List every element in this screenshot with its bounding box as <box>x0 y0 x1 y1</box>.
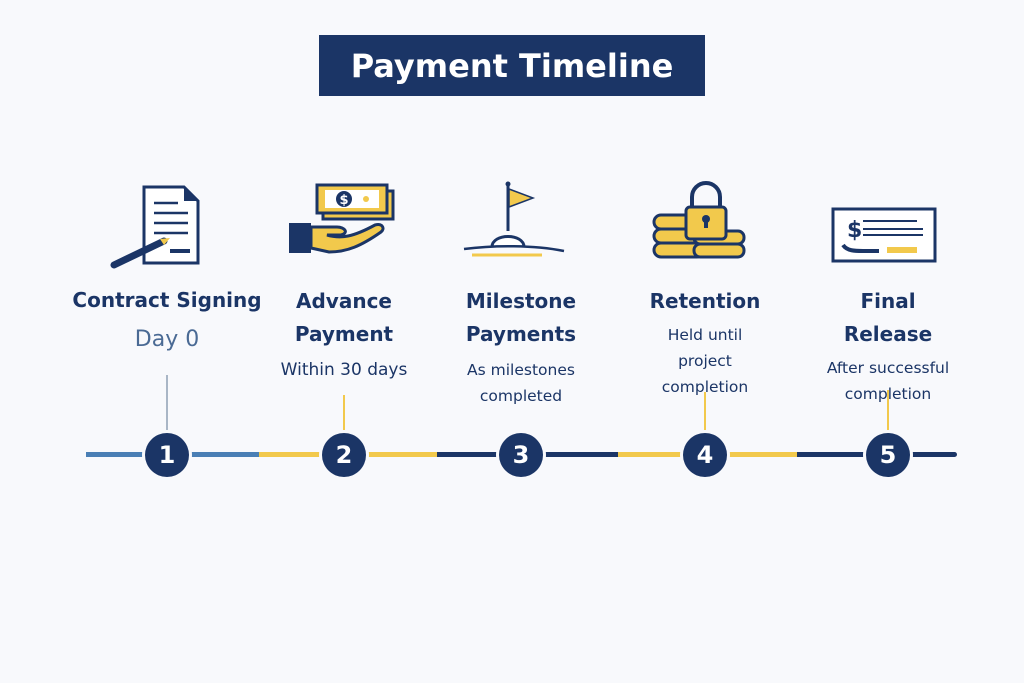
locked-coins-icon <box>652 181 746 259</box>
step-2-label: Advance Payment Within 30 days <box>269 285 419 383</box>
check-icon: $ <box>831 207 937 263</box>
title-banner: Payment Timeline <box>319 35 705 96</box>
step-3-label: Milestone Payments As milestones complet… <box>451 285 591 409</box>
step-title: Final Release <box>843 289 933 346</box>
flag-hill-icon <box>463 181 565 257</box>
svg-text:$: $ <box>847 218 862 243</box>
page-title: Payment Timeline <box>350 46 674 85</box>
step-1-marker: 1 <box>145 433 189 477</box>
svg-text:$: $ <box>339 193 348 208</box>
step-4-label: Retention Held until project completion <box>630 285 780 400</box>
step-subtitle: Held until project completion <box>661 326 749 396</box>
step-title: Contract Signing <box>72 288 262 312</box>
hand-money-icon: $ <box>289 183 395 254</box>
step-subtitle: Day 0 <box>134 327 200 352</box>
connector-line <box>704 392 706 430</box>
connector-line <box>887 390 889 430</box>
step-2-marker: 2 <box>322 433 366 477</box>
step-3-marker: 3 <box>499 433 543 477</box>
step-5-label: Final Release After successful completio… <box>813 285 963 407</box>
step-4-marker: 4 <box>683 433 727 477</box>
step-title: Advance Payment <box>294 289 394 346</box>
step-5-marker: 5 <box>866 433 910 477</box>
step-title: Retention <box>649 289 761 313</box>
step-title: Milestone Payments <box>465 289 577 346</box>
connector-line <box>343 395 345 430</box>
connector-line <box>166 375 168 430</box>
step-1-label: Contract Signing Day 0 <box>72 284 262 353</box>
contract-pen-icon <box>110 185 200 269</box>
step-subtitle: Within 30 days <box>280 360 408 380</box>
step-subtitle: As milestones completed <box>467 361 575 405</box>
